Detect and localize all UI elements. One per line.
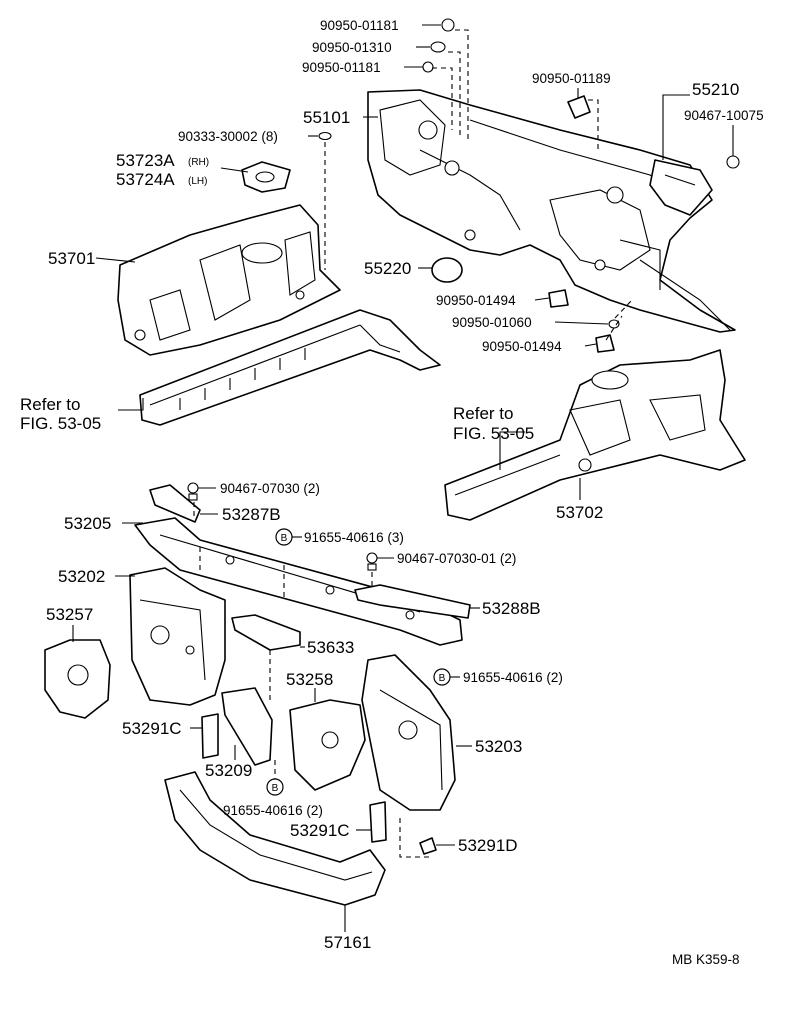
svg-text:B: B — [439, 673, 446, 684]
label-55210: 55210 — [692, 80, 739, 99]
label-90950-01181-a: 90950-01181 — [320, 18, 399, 33]
label-53702: 53702 — [556, 503, 603, 522]
label-53209: 53209 — [205, 761, 252, 780]
plug-90950-01494-b — [595, 334, 615, 353]
label-90950-01181-b: 90950-01181 — [302, 60, 381, 75]
bracket-53287B — [149, 484, 201, 523]
label-53633: 53633 — [307, 638, 354, 657]
plug-90950-01181-b — [422, 61, 434, 73]
label-53701: 53701 — [48, 249, 95, 268]
label-refer-right-2: FIG. 53-05 — [453, 424, 534, 443]
plug-55220 — [431, 257, 463, 283]
clip-90467-10075 — [726, 148, 740, 169]
label-53258: 53258 — [286, 670, 333, 689]
radiator-support-lower-57161 — [164, 771, 386, 906]
bracket-53209 — [221, 687, 273, 766]
plug-90950-01310 — [430, 41, 446, 53]
bracket-53291C-a — [201, 713, 219, 759]
label-90467-07030: 90467-07030 (2) — [220, 481, 320, 496]
plug-90333-30002 — [318, 131, 332, 141]
label-90950-01494-b: 90950-01494 — [482, 339, 562, 354]
label-53205: 53205 — [64, 514, 111, 533]
label-90950-01310: 90950-01310 — [312, 40, 392, 55]
label-91655-40616-2a: 91655-40616 (2) — [463, 670, 563, 685]
label-55220: 55220 — [364, 259, 411, 278]
clip-90467-07030 — [187, 482, 199, 501]
support-53633 — [231, 614, 301, 651]
label-55101: 55101 — [303, 108, 350, 127]
label-90467-10075: 90467-10075 — [684, 108, 764, 123]
marker-b-3: B — [266, 778, 284, 796]
bracket-53288B — [354, 584, 471, 619]
label-refer-right-1: Refer to — [453, 404, 513, 423]
label-refer-left-2: FIG. 53-05 — [20, 414, 101, 433]
radiator-support-53202 — [129, 567, 226, 706]
footer-code: MB K359-8 — [672, 952, 740, 967]
plug-90950-01189 — [567, 95, 591, 119]
baffle-53258 — [289, 699, 366, 791]
label-53291D: 53291D — [458, 836, 518, 855]
marker-b-2: B — [433, 668, 451, 686]
radiator-baffle-53257 — [44, 639, 111, 719]
clip-90467-07030-01 — [366, 552, 378, 571]
label-90950-01189: 90950-01189 — [532, 71, 611, 86]
label-53724A-lh: (LH) — [188, 176, 207, 187]
plug-90950-01181-a — [441, 18, 455, 32]
label-53291C-a: 53291C — [122, 719, 182, 738]
cowl-55210 — [649, 159, 713, 216]
svg-text:B: B — [281, 533, 288, 544]
label-53723A: 53723A — [116, 151, 175, 170]
label-53203: 53203 — [475, 737, 522, 756]
label-53287B: 53287B — [222, 505, 281, 524]
svg-text:B: B — [272, 783, 279, 794]
label-53724A: 53724A — [116, 170, 175, 189]
plug-90950-01060 — [608, 319, 620, 329]
leader-lines — [72, 24, 734, 932]
label-53257: 53257 — [46, 605, 93, 624]
label-53288B: 53288B — [482, 599, 541, 618]
part-labels: 90950-01181 90950-01310 90950-01181 9095… — [20, 18, 764, 967]
label-91655-40616-3: 91655-40616 (3) — [304, 530, 404, 545]
marker-b-1: B — [275, 528, 293, 546]
apron-53702 — [444, 349, 746, 521]
label-90333-30002: 90333-30002 (8) — [178, 129, 278, 144]
label-57161: 57161 — [324, 933, 371, 952]
label-90950-01494-a: 90950-01494 — [436, 293, 516, 308]
dash-panel-55101 — [367, 89, 736, 333]
plate-53723A — [241, 161, 291, 193]
label-53202: 53202 — [58, 567, 105, 586]
apron-53701 — [117, 204, 341, 356]
bracket-53291C-b — [369, 801, 387, 843]
label-90950-01060: 90950-01060 — [452, 315, 532, 330]
label-53723A-rh: (RH) — [188, 157, 209, 168]
clip-53291D — [419, 837, 437, 855]
assembly-lines — [193, 29, 633, 858]
radiator-support-53203 — [361, 654, 456, 811]
label-53291C-b: 53291C — [290, 821, 350, 840]
plug-90950-01494-a — [548, 289, 569, 308]
label-refer-left-1: Refer to — [20, 395, 80, 414]
label-90467-07030-01: 90467-07030-01 (2) — [397, 551, 516, 566]
label-91655-40616-2b: 91655-40616 (2) — [223, 803, 323, 818]
side-member-left — [139, 309, 441, 426]
